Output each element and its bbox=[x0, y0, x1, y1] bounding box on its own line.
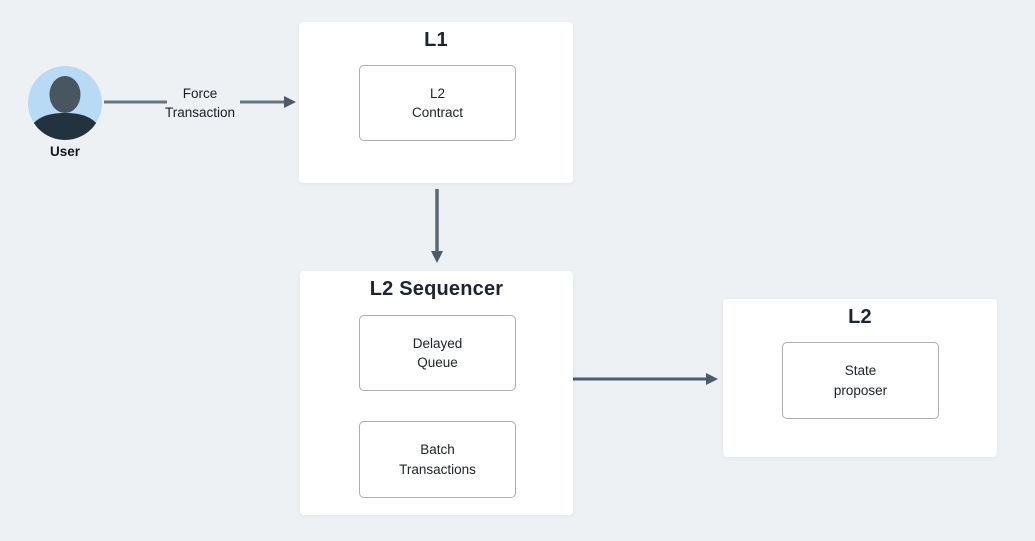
node-label-line: proposer bbox=[833, 382, 888, 398]
panel-l2-sequencer-title: L2 Sequencer bbox=[369, 278, 504, 300]
node-label-line: State bbox=[844, 363, 877, 378]
panel-l1-title: L1 bbox=[424, 29, 448, 51]
panel-l2-sequencer: L2 Sequencer Delayed Queue Batch Transac… bbox=[300, 271, 573, 515]
edge-label-line: Transaction bbox=[164, 105, 236, 120]
node-delayed-queue: Delayed Queue bbox=[359, 315, 516, 391]
node-label-line: Delayed bbox=[412, 335, 463, 351]
node-batch-transactions: Batch Transactions bbox=[359, 421, 516, 498]
node-state-proposer: State proposer bbox=[782, 342, 939, 419]
edge-label-line: Force bbox=[182, 86, 218, 101]
node-label-line: Contract bbox=[411, 105, 464, 120]
panel-l2-title: L2 bbox=[848, 306, 872, 328]
node-label-line: Queue bbox=[417, 355, 458, 370]
node-l2-contract: L2 Contract bbox=[359, 65, 516, 141]
node-label-line: Batch bbox=[420, 442, 455, 457]
node-label-line: L2 bbox=[429, 85, 446, 101]
edge-label-force-transaction: Force Transaction bbox=[152, 84, 248, 122]
user-avatar-icon bbox=[28, 66, 102, 140]
node-label-line: Transactions bbox=[399, 461, 476, 477]
panel-l1: L1 L2 Contract bbox=[299, 22, 573, 183]
panel-l2: L2 State proposer bbox=[723, 299, 997, 457]
user-label: User bbox=[49, 144, 81, 159]
